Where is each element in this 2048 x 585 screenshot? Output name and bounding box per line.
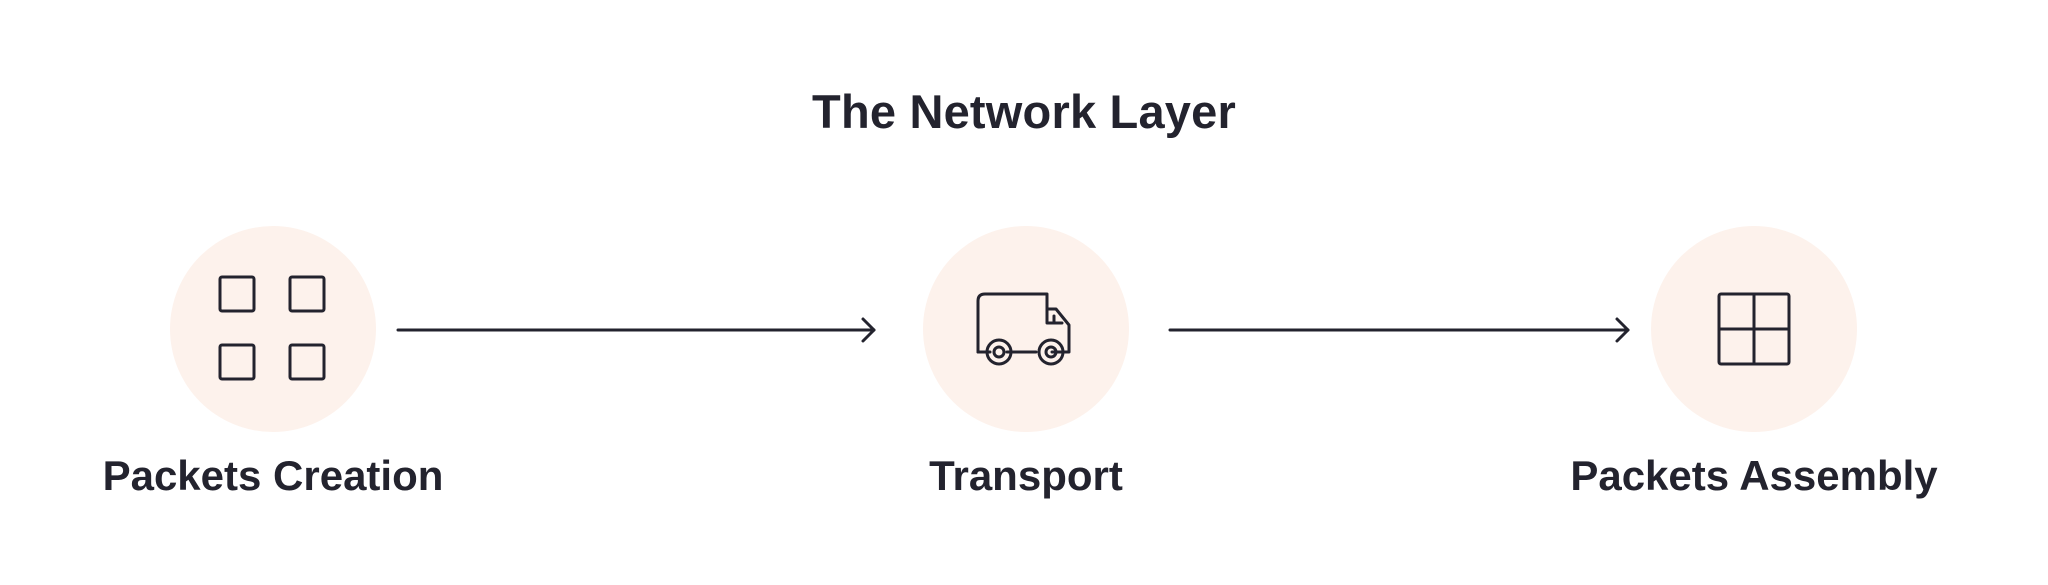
step-label-transport: Transport (929, 452, 1123, 499)
flow-arrow-2 (1168, 310, 1632, 350)
flow-arrow-1 (396, 310, 878, 350)
step-circle-packets-creation (170, 226, 376, 432)
diagram-title: The Network Layer (812, 85, 1236, 138)
grid-icon (1717, 292, 1791, 366)
four-squares-icon (218, 275, 326, 381)
truck-icon (976, 292, 1071, 366)
step-circle-packets-assembly (1651, 226, 1857, 432)
step-circle-transport (923, 226, 1129, 432)
step-label-packets-assembly: Packets Assembly (1570, 452, 1938, 499)
step-label-packets-creation: Packets Creation (102, 452, 444, 499)
